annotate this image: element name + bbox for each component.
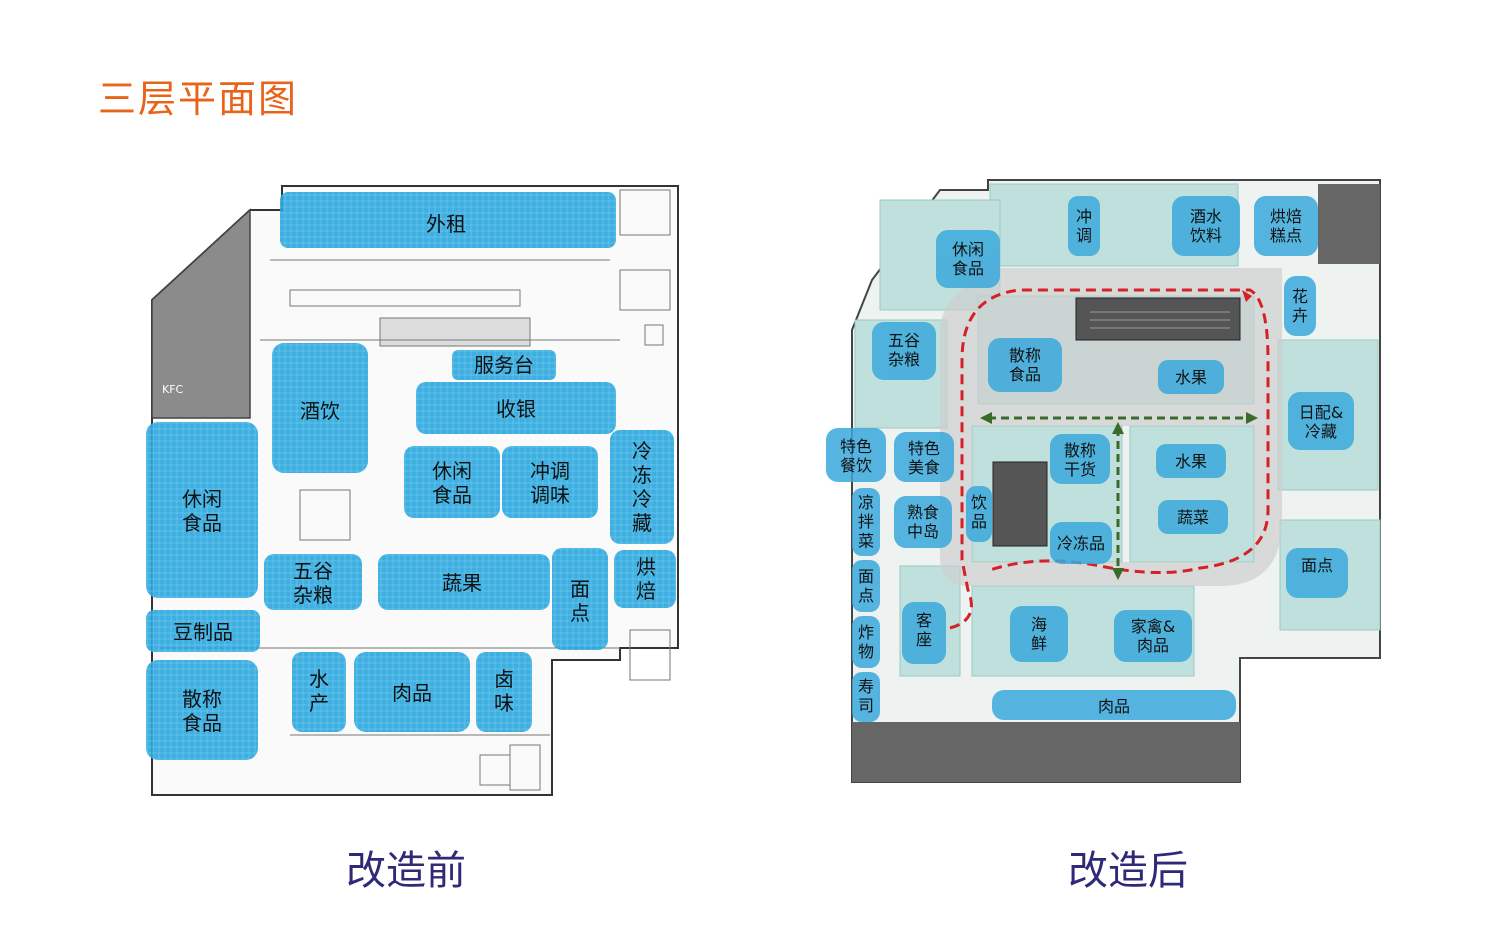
zone-label: 酒饮 (300, 399, 340, 423)
zone-label: 酒水饮料 (1190, 207, 1222, 245)
zone-label: 豆制品 (173, 620, 233, 644)
zone-label: 水产 (309, 667, 329, 715)
back-of-house (852, 184, 1380, 782)
zone-label: 烘焙 (636, 555, 656, 603)
zone-label: 日配&冷藏 (1299, 403, 1343, 441)
zone-label: 蔬菜 (1177, 508, 1209, 527)
kfc-block (151, 208, 251, 419)
zone-label: 凉拌菜 (858, 493, 874, 550)
zone-label: 肉品 (392, 681, 432, 705)
zone-label: 面点 (858, 567, 874, 605)
zone-label: 特色美食 (908, 439, 940, 477)
zone-label: 休闲食品 (952, 240, 984, 278)
zone-label: 花卉 (1292, 287, 1308, 325)
zone-label: 卤味 (494, 667, 514, 715)
zone-label: 水果 (1175, 368, 1207, 387)
zone-label: 散称食品 (1009, 346, 1041, 384)
zone-label: 休闲食品 (432, 459, 472, 507)
zone-label: 服务台 (474, 353, 534, 377)
zone-label: 冲调调味 (530, 459, 570, 507)
zone-label: 饮品 (971, 493, 987, 531)
zone-label: 炸物 (858, 623, 874, 661)
zone-labels-after: 冲调 酒水饮料 烘焙糕点 休闲食品 花卉 五谷杂粮 散称食品 水果 日配&冷藏 … (840, 207, 1343, 716)
route-arrow (1242, 290, 1252, 302)
zone-label: 五谷杂粮 (293, 559, 333, 607)
escalator (1075, 297, 1241, 341)
zone-label: 五谷杂粮 (888, 331, 920, 369)
caption-after: 改造后 (1068, 848, 1188, 894)
zone-label: 冷冻冷藏 (632, 439, 652, 535)
zone-label: 休闲食品 (182, 487, 222, 535)
zone-label: 面点 (1301, 556, 1333, 575)
zone-label: 散称干货 (1064, 441, 1096, 479)
zone-label: 肉品 (1098, 697, 1130, 716)
page-title: 三层平面图 (98, 77, 299, 121)
building-core (992, 461, 1048, 547)
zone-label: 外租 (426, 212, 466, 236)
axis-arrowheads (980, 412, 1258, 580)
zone-label: 海鲜 (1031, 615, 1047, 653)
zone-label: 散称食品 (182, 687, 222, 735)
kfc-label: KFC (162, 383, 184, 396)
zone-label: 烘焙糕点 (1270, 207, 1302, 245)
zone-label: 水果 (1175, 452, 1207, 471)
escalator-steps (1090, 311, 1230, 329)
zone-label: 收银 (496, 397, 536, 421)
main-axis-lines (988, 416, 1250, 572)
zone-label: 冲调 (1076, 207, 1092, 245)
zones-before (146, 192, 676, 760)
zone-labels-before: 外租 服务台 酒饮 收银 休闲食品 休闲食品 冲调调味 冷冻冷藏 五谷杂粮 蔬果… (173, 212, 656, 735)
zone-label: 蔬果 (442, 571, 482, 595)
zone-label: 客座 (916, 611, 932, 649)
floor-plan-before: KFC 外租 服务台 酒饮 (146, 185, 679, 796)
zone-label: 面点 (570, 577, 590, 625)
zone-label: 寿司 (858, 677, 874, 715)
zone-label: 特色餐饮 (840, 437, 872, 475)
zone-label: 冷冻品 (1057, 534, 1105, 553)
caption-before: 改造前 (346, 848, 466, 894)
zone-label: 家禽&肉品 (1131, 617, 1175, 655)
customer-route (949, 288, 1270, 630)
floor-plan-after: 冲调 酒水饮料 烘焙糕点 休闲食品 花卉 五谷杂粮 散称食品 水果 日配&冷藏 … (826, 179, 1381, 783)
zone-label: 熟食中岛 (907, 503, 939, 541)
zones-after (826, 196, 1354, 722)
